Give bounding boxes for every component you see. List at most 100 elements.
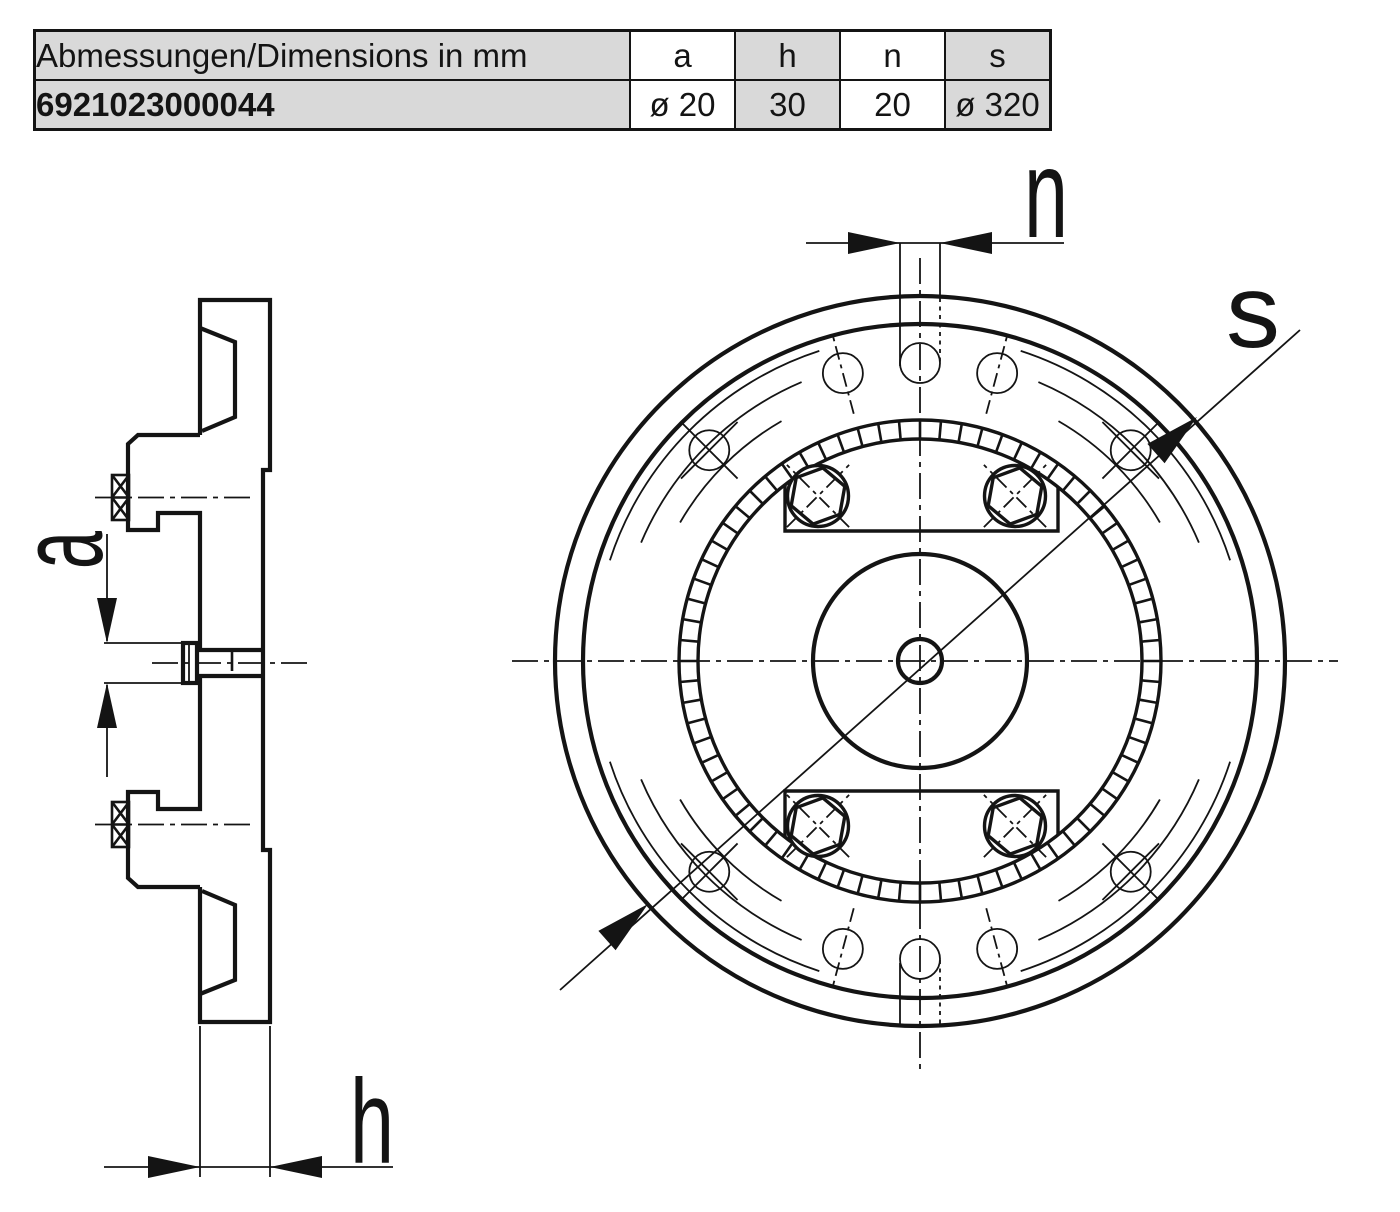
- serration-tooth-tick: [721, 521, 739, 535]
- table-col-a: a: [629, 29, 736, 81]
- serration-tooth-tick: [1138, 698, 1158, 705]
- clamp-plate-top: [783, 485, 1060, 533]
- serration-tooth-tick: [1111, 770, 1130, 783]
- serration-tooth-tick: [938, 882, 943, 902]
- arrow-n-left: [848, 232, 900, 254]
- serration-tooth-tick: [856, 427, 864, 447]
- serration-tooth-tick: [701, 557, 720, 569]
- serration-tooth-tick: [710, 539, 729, 552]
- serration-tooth-tick: [1128, 577, 1147, 587]
- serration-tooth-tick: [856, 875, 864, 895]
- table-data-row: 6921023000044 ø 20 30 20 ø 320: [33, 79, 1052, 131]
- serration-tooth-tick: [1076, 817, 1092, 833]
- serration-tooth-tick: [836, 869, 846, 888]
- spring-arcs: [609, 350, 1231, 972]
- serration-tooth-tick: [780, 462, 794, 480]
- table-col-n: n: [839, 29, 946, 81]
- hole-cross-mark: [1101, 842, 1160, 901]
- bolt-hole: [976, 352, 1019, 395]
- arrow-n-right: [940, 232, 992, 254]
- arrow-s-upper: [1147, 417, 1197, 464]
- serration-tooth-tick: [1061, 475, 1076, 492]
- bolt-hole: [688, 429, 731, 472]
- serration-tooth-tick: [748, 817, 764, 833]
- serration-teeth: [679, 420, 1161, 902]
- arrow-s-lower: [598, 904, 648, 951]
- hole-cross-mark: [680, 421, 739, 480]
- arrow-h-right: [270, 1156, 322, 1178]
- serration-tooth-tick: [957, 879, 964, 899]
- serration-tooth-tick: [710, 770, 729, 783]
- serration-tooth-tick: [682, 617, 702, 624]
- serration-tooth-tick: [938, 420, 943, 440]
- table-col-h: h: [734, 29, 841, 81]
- serration-tooth-tick: [701, 753, 720, 765]
- bottom-hole-hidden-lines: [899, 960, 941, 1027]
- value-n: 20: [839, 79, 946, 131]
- serration-tooth-tick: [1012, 442, 1024, 461]
- serration-tooth-tick: [1134, 717, 1154, 725]
- serration-tooth-tick: [897, 420, 902, 440]
- serration-tooth-tick: [686, 597, 706, 605]
- bolt-hole: [1109, 429, 1152, 472]
- table-header-row: Abmessungen/Dimensions in mm a h n s: [33, 29, 1052, 81]
- dim-label-n: n: [1024, 123, 1068, 264]
- clamping-bolt: [152, 640, 308, 686]
- dimension-n: n: [806, 123, 1068, 366]
- side-view-lower-jaw: [125, 678, 203, 890]
- bolt-hole: [1109, 850, 1152, 893]
- serration-tooth-tick: [994, 434, 1004, 453]
- serration-tooth-tick: [816, 861, 828, 880]
- hole-cross-mark: [1101, 421, 1160, 480]
- serration-tooth-tick: [1029, 451, 1042, 470]
- serration-tooth-tick: [1046, 842, 1060, 860]
- value-a: ø 20: [629, 79, 736, 131]
- side-view-pocket-top: [199, 326, 238, 433]
- arrow-a-upper: [97, 598, 117, 643]
- dimension-h: h: [104, 1026, 394, 1189]
- value-h: 30: [734, 79, 841, 131]
- serration-tooth-tick: [721, 787, 739, 801]
- dimensions-table: Abmessungen/Dimensions in mm a h n s 692…: [33, 29, 1052, 131]
- serration-tooth-tick: [1029, 852, 1042, 871]
- serration-tooth-tick: [1101, 521, 1119, 535]
- serration-tooth-tick: [780, 842, 794, 860]
- serration-tooth-tick: [734, 505, 751, 520]
- serration-tooth-tick: [1089, 802, 1106, 817]
- serration-tooth-tick: [748, 489, 764, 505]
- serration-tooth-tick: [679, 638, 699, 643]
- serration-tooth-tick: [836, 434, 846, 453]
- serration-tooth-tick: [734, 802, 751, 817]
- serration-tooth-tick: [1101, 787, 1119, 801]
- serration-tooth-tick: [682, 698, 702, 705]
- serration-tooth-tick: [897, 882, 902, 902]
- serration-tooth-tick: [1120, 557, 1139, 569]
- serration-tooth-tick: [1111, 539, 1130, 552]
- dim-label-h: h: [350, 1055, 394, 1189]
- serration-tooth-tick: [876, 423, 883, 443]
- serration-tooth-tick: [1061, 830, 1076, 847]
- front-view: s n: [512, 123, 1338, 1075]
- side-view: a h: [0, 297, 394, 1189]
- hole-cross-mark: [680, 842, 739, 901]
- side-view-pocket-bottom: [199, 889, 238, 996]
- dimension-a: a: [0, 531, 183, 777]
- serration-tooth-tick: [957, 423, 964, 443]
- serration-tooth-tick: [693, 735, 712, 745]
- bolt-hole: [821, 927, 864, 970]
- serration-tooth-tick: [686, 717, 706, 725]
- serration-tooth-tick: [1120, 753, 1139, 765]
- table-col-s: s: [944, 29, 1052, 81]
- serration-tooth-tick: [976, 875, 984, 895]
- serration-tooth-tick: [876, 879, 883, 899]
- bolt-hole: [688, 850, 731, 893]
- hole-centerline-mark: [985, 332, 1009, 414]
- hole-centerline-mark: [831, 908, 855, 990]
- arrow-a-lower: [97, 683, 117, 728]
- arrow-h-left: [148, 1156, 200, 1178]
- serration-tooth-tick: [1134, 597, 1154, 605]
- side-view-outline-right: [197, 297, 273, 1025]
- serration-tooth-tick: [1141, 679, 1161, 684]
- serration-tooth-tick: [976, 427, 984, 447]
- side-view-upper-jaw: [125, 432, 203, 648]
